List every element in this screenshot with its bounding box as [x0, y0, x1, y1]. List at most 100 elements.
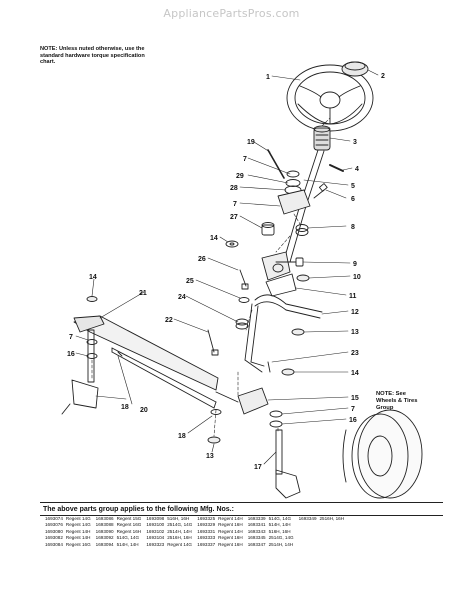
model-number: 1693341	[247, 522, 266, 528]
callout-5: 5	[351, 183, 355, 190]
model-name: 516H, 16H	[268, 528, 291, 534]
see-note-line-3: Group	[376, 405, 394, 411]
model-number: 1693080	[45, 528, 63, 534]
model-name: Regent 14H	[65, 528, 91, 534]
model-number: 1693345	[247, 535, 266, 541]
model-number	[299, 542, 320, 548]
model-name: 2514G, 14G	[167, 522, 193, 528]
callout-3: 3	[353, 139, 357, 146]
model-name: Regent 14H	[65, 535, 91, 541]
steering-adapter	[313, 125, 331, 151]
model-number: 1693347	[247, 541, 266, 547]
callout-27: 27	[230, 214, 238, 221]
model-name	[320, 542, 350, 548]
model-number: 1693098	[146, 516, 165, 521]
roll-pin	[329, 164, 344, 172]
model-name: 516H, 16H	[167, 516, 190, 521]
model-number: 1693339	[247, 516, 266, 521]
callout-11: 11	[349, 293, 357, 300]
note-text: Unless nuted otherwise, use the standard…	[40, 46, 145, 66]
steering-gear	[261, 251, 297, 297]
model-name: Regent 16H	[218, 535, 243, 541]
callout-18a: 18	[121, 404, 129, 411]
model-name: 514H, 14H	[268, 522, 291, 528]
callout-1: 1	[266, 74, 270, 81]
spring	[267, 149, 285, 179]
callout-17: 17	[254, 464, 262, 471]
note-label: NOTE:	[40, 46, 58, 52]
model-name: 514G, 14G	[268, 516, 292, 521]
model-number: 1693102	[146, 528, 165, 534]
callout-26: 26	[198, 256, 206, 263]
spindle-left	[61, 329, 99, 415]
callout-13a: 13	[351, 329, 359, 336]
model-number: 1693337	[197, 541, 216, 547]
wheels-tires-note: NOTE: See Wheels & Tires Group	[376, 391, 436, 412]
front-tire	[342, 409, 423, 499]
front-axle	[73, 315, 219, 409]
model-number: 1693088	[95, 522, 114, 528]
model-number: 1693323	[146, 541, 165, 547]
drag-link	[244, 294, 323, 373]
callout-7d: 7	[69, 334, 73, 341]
model-number: 1693331	[197, 528, 216, 534]
callout-20: 20	[140, 407, 148, 414]
callout-2: 2	[381, 73, 385, 80]
callout-13b: 13	[206, 453, 214, 460]
bolt-6	[313, 183, 328, 199]
model-name: Regent 16G	[65, 541, 91, 547]
callout-16b: 16	[349, 417, 357, 424]
model-number: 1693104	[146, 535, 165, 541]
model-number: 1693325	[197, 516, 216, 521]
callout-7c: 7	[351, 406, 355, 413]
torque-note: NOTE: Unless nuted otherwise, use the st…	[40, 46, 160, 66]
model-name: Regent 14H	[218, 528, 243, 534]
model-number: 1693333	[197, 535, 216, 541]
callout-21: 21	[139, 290, 147, 297]
callout-14b: 14	[351, 370, 359, 377]
callout-9: 9	[353, 261, 357, 268]
callout-25: 25	[186, 278, 194, 285]
model-name: Regent 15G	[116, 516, 142, 521]
callout-12: 12	[351, 309, 359, 316]
model-name: 2514G, 14G	[268, 535, 294, 541]
callout-22: 22	[165, 317, 173, 324]
callout-4: 4	[355, 166, 359, 173]
model-name: Regent 16H	[218, 522, 243, 528]
spindle-right	[275, 429, 301, 499]
see-note-line-1: NOTE: See	[376, 391, 406, 397]
model-number: 1693090	[95, 528, 114, 534]
callout-23: 23	[351, 350, 359, 357]
callout-29: 29	[236, 173, 244, 180]
watermark: AppliancePartsPros.com	[163, 7, 300, 20]
wheel-cap	[341, 61, 369, 77]
callout-15: 15	[351, 395, 359, 402]
nut-27	[261, 222, 275, 236]
callout-24: 24	[178, 294, 186, 301]
divider-top	[40, 502, 443, 503]
nut-10	[296, 274, 310, 282]
callout-18b: 18	[178, 433, 186, 440]
model-name: Regent 14G	[65, 516, 91, 521]
callout-16a: 16	[67, 351, 75, 358]
model-name: 2514H, 14H	[268, 541, 294, 547]
model-name: Regent 14G	[65, 522, 91, 528]
model-number: 1693086	[95, 516, 114, 521]
model-number: 1693092	[95, 535, 114, 541]
model-name: Regent 14H	[218, 516, 243, 521]
callout-7b: 7	[233, 201, 237, 208]
model-number: 1693100	[146, 522, 165, 528]
model-number: 1693082	[45, 535, 63, 541]
divider-mid	[40, 515, 443, 516]
model-name: 514G, 14G	[116, 535, 140, 541]
model-name: 2516H, 16H	[319, 516, 345, 521]
callout-7a: 7	[243, 156, 247, 163]
model-name: 2516H, 16H	[167, 535, 192, 541]
